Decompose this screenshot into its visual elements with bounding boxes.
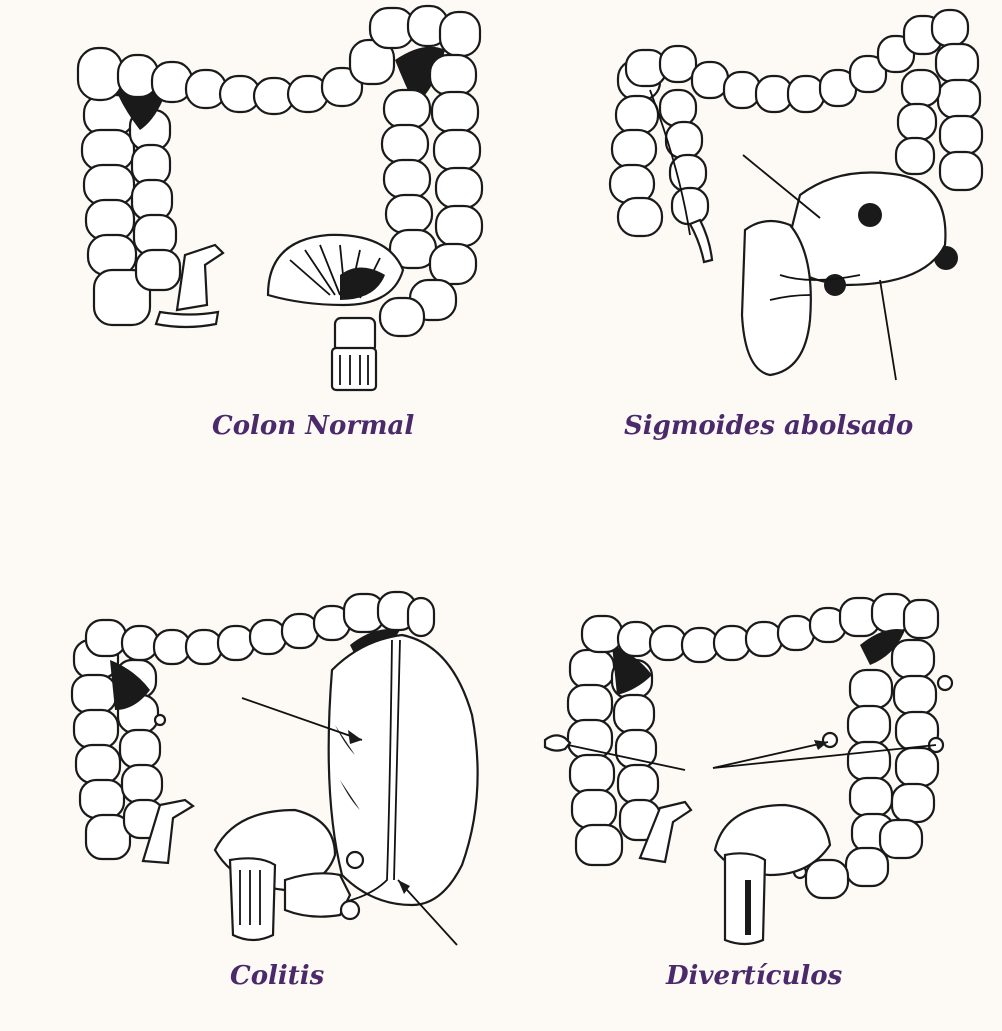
sigmoid-rectum bbox=[713, 803, 832, 946]
colitis-illustration bbox=[70, 590, 479, 946]
pointer-arrow-mucosa bbox=[397, 879, 458, 946]
colon-normal-illustration bbox=[76, 4, 484, 392]
caption-colon-normal: Colon Normal bbox=[212, 411, 415, 441]
pouched-sigmoid bbox=[740, 171, 947, 377]
caption-diverticula: Divertículos bbox=[666, 961, 843, 991]
panel-colitis: Colitis bbox=[0, 560, 500, 1031]
ascending-colon bbox=[543, 645, 693, 867]
pointer-line-1 bbox=[742, 154, 821, 219]
ascending-colon bbox=[70, 638, 195, 865]
diverticula-illustration bbox=[543, 592, 954, 946]
panel-diverticula: Divertículos bbox=[500, 560, 1002, 1031]
pointer-line-2 bbox=[879, 279, 897, 381]
sigmoid-rectum bbox=[266, 233, 405, 392]
pointer-line-right-1 bbox=[712, 741, 829, 769]
transverse-colon bbox=[580, 592, 940, 665]
ascending-colon bbox=[80, 72, 225, 329]
caption-colitis: Colitis bbox=[230, 961, 325, 991]
sigmoid-rectum bbox=[213, 808, 365, 942]
panel-sigmoid-pouched: Sigmoides abolsado bbox=[500, 0, 1002, 460]
sigmoid-pouched-illustration bbox=[608, 8, 984, 381]
caption-sigmoid-pouched: Sigmoides abolsado bbox=[624, 411, 914, 441]
transverse-colon bbox=[624, 8, 970, 114]
ascending-colon bbox=[608, 58, 714, 264]
pointer-arrow-inflamed bbox=[241, 697, 363, 741]
descending-colon bbox=[792, 638, 954, 900]
descending-colon bbox=[378, 53, 484, 338]
panel-colon-normal: Colon Normal bbox=[0, 0, 500, 460]
inflamed-descending-colon bbox=[326, 633, 479, 907]
transverse-colon bbox=[76, 4, 482, 116]
pointer-line-right-2 bbox=[712, 744, 937, 769]
pointer-line-left bbox=[567, 744, 686, 771]
